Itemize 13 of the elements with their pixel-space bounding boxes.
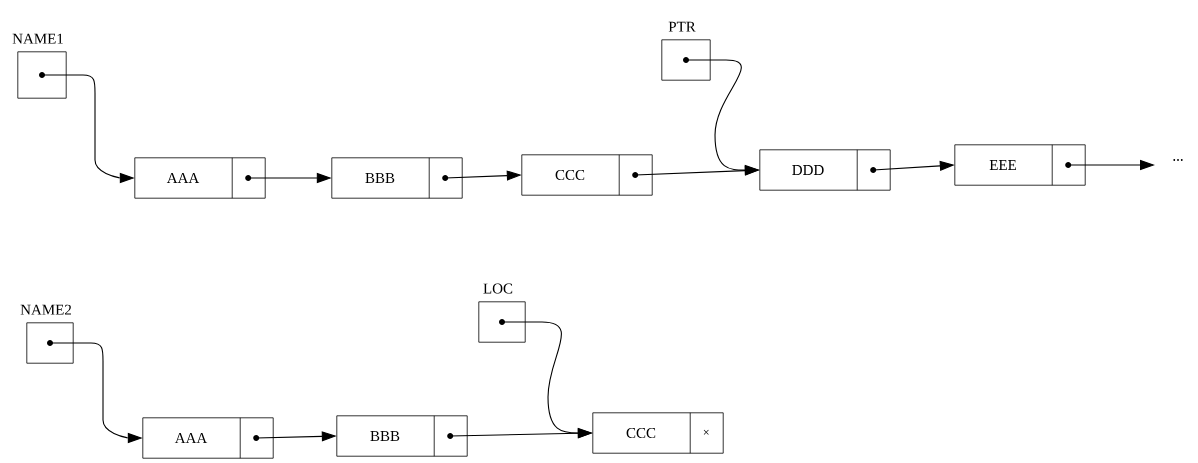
pointer-name: NAME2 — [20, 304, 71, 315]
pointer-name: LOC — [483, 283, 513, 294]
list-node: AAA — [142, 417, 274, 459]
list-node: CCC × — [592, 412, 724, 454]
pointer-name: NAME1 — [12, 33, 63, 44]
list-node: DDD — [759, 149, 891, 191]
list-node: CCC — [521, 154, 653, 196]
list-node: AAA — [134, 157, 266, 199]
list-node: EEE — [954, 144, 1086, 186]
pointer-name: PTR — [668, 21, 696, 32]
ellipsis: ... — [1173, 159, 1183, 161]
list-node: BBB — [336, 415, 468, 457]
list-node: BBB — [331, 157, 463, 199]
